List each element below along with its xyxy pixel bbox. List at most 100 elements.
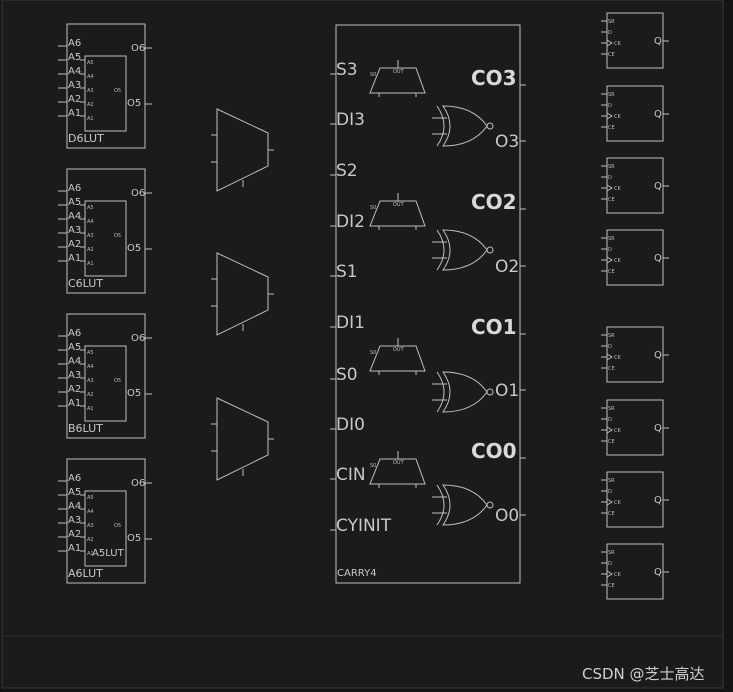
lut-inner-pin: A1 xyxy=(87,406,94,412)
lut-pin-label: A6 xyxy=(68,183,81,194)
ff-clock-triangle xyxy=(606,570,613,578)
carry-mux-s: S0 xyxy=(370,72,376,78)
ff-q-label: Q xyxy=(654,350,662,361)
xor-back-arc xyxy=(436,229,445,271)
carry4-block: CARRY4S3DI3S2DI2S1DI1S0DI0CINCYINITCO3CO… xyxy=(330,24,526,584)
carry-pin-label: S2 xyxy=(336,161,358,181)
lut-inner-box xyxy=(84,200,127,277)
xor-back-arc xyxy=(436,371,445,413)
lut-out-label: O6 xyxy=(131,188,145,199)
xor-bubble xyxy=(486,388,494,396)
carry4-label: CARRY4 xyxy=(337,568,377,579)
ff-pin-label: CE xyxy=(608,439,615,445)
ff-pin-label: SR xyxy=(608,406,615,412)
ff-pin-label: CE xyxy=(608,511,615,517)
ff-q-label: Q xyxy=(654,495,662,506)
ff-pin-label: D xyxy=(608,103,612,109)
ff-q-label: Q xyxy=(654,181,662,192)
xor-back-arc xyxy=(436,105,445,147)
lut-pin-label: A2 xyxy=(68,94,81,105)
lut-pin-label: A3 xyxy=(68,80,81,91)
carry-mux-s: S0 xyxy=(370,205,376,211)
lut-inner-pin: A2 xyxy=(87,537,94,543)
lut-inner-pin: A3 xyxy=(87,378,94,384)
lut-inner-pin: A4 xyxy=(87,364,94,370)
ff-clock-triangle xyxy=(606,184,613,192)
ff-pin-label: D xyxy=(608,175,612,181)
lut-out-label: O5 xyxy=(127,533,141,544)
carry-pin-label: DI0 xyxy=(336,415,365,435)
lut-pin-label: A1 xyxy=(68,543,81,554)
lut-pin-label: A6 xyxy=(68,38,81,49)
lut-pin-label: A2 xyxy=(68,239,81,250)
f-mux-column xyxy=(211,108,274,481)
carry4-outline xyxy=(335,24,521,584)
lut-inner-pin: A1 xyxy=(87,551,94,557)
lut-inner-out: O5 xyxy=(114,233,121,239)
lut-inner-pin: A2 xyxy=(87,247,94,253)
xor-gate-2 xyxy=(432,371,494,413)
lut-pin-label: A5 xyxy=(68,52,81,63)
lut-inner-pin: A2 xyxy=(87,392,94,398)
lut-pin-label: A1 xyxy=(68,108,81,119)
lut-pin-label: A3 xyxy=(68,225,81,236)
ff-pin-label: SR xyxy=(608,478,615,484)
ff-pin-label: SR xyxy=(608,92,615,98)
lut-inner-box xyxy=(84,490,127,567)
xor-bubble xyxy=(486,501,494,509)
lut-pin-label: A4 xyxy=(68,501,81,512)
carry-mux-shape xyxy=(369,458,426,485)
ff-clock-triangle xyxy=(606,112,613,120)
ff-q-label: Q xyxy=(654,253,662,264)
carry-co-label: CO3 xyxy=(471,66,517,90)
lut-pin-label: A2 xyxy=(68,529,81,540)
ff-pin-label: CK xyxy=(614,186,621,192)
lut-out-label: O5 xyxy=(127,388,141,399)
flipflop-6: SR D CE CK Q xyxy=(601,471,669,528)
lut-inner-pin: A4 xyxy=(87,509,94,515)
xor-body xyxy=(442,229,488,271)
lut-column: A6A5A4A3A2A1A5A4A3A2A1O5O6O5D6LUTA6A5A4A… xyxy=(58,23,152,584)
carry-mux-shape xyxy=(369,67,426,94)
ff-pin-label: SR xyxy=(608,236,615,242)
carry-mux-s: S0 xyxy=(370,463,376,469)
lut-inner-pin: A3 xyxy=(87,233,94,239)
carry-pin-label: CYINIT xyxy=(336,516,392,536)
ff-pin-label: CK xyxy=(614,41,621,47)
ff-pin-label: CK xyxy=(614,500,621,506)
carry-o-label: O2 xyxy=(495,257,519,277)
ff-pin-label: CE xyxy=(608,583,615,589)
lut-inner-out: O5 xyxy=(114,378,121,384)
ff-pin-label: CE xyxy=(608,366,615,372)
ff-pin-label: CE xyxy=(608,197,615,203)
ff-pin-label: D xyxy=(608,344,612,350)
lut-pin-label: A1 xyxy=(68,398,81,409)
carry-mux-s: S0 xyxy=(370,350,376,356)
lut-outline xyxy=(66,458,146,584)
carry-co-label: CO1 xyxy=(471,315,517,339)
lut-inner-pin: A4 xyxy=(87,74,94,80)
ff-pin-label: SR xyxy=(608,550,615,556)
lut-pin-label: A4 xyxy=(68,356,81,367)
lut-inner-box xyxy=(84,345,127,422)
lut-name: A6LUT xyxy=(68,567,103,580)
carry-o-label: O1 xyxy=(495,381,519,401)
carry-co-label: CO2 xyxy=(471,190,517,214)
carry-pin-label: S3 xyxy=(336,60,358,80)
lut-inner-pin: A5 xyxy=(87,350,94,356)
ff-pin-label: D xyxy=(608,489,612,495)
mux-trapezoid xyxy=(216,108,269,192)
carry-mux-outlabel: OUT xyxy=(393,69,405,75)
lut-pin-label: A5 xyxy=(68,197,81,208)
ff-q-label: Q xyxy=(654,423,662,434)
